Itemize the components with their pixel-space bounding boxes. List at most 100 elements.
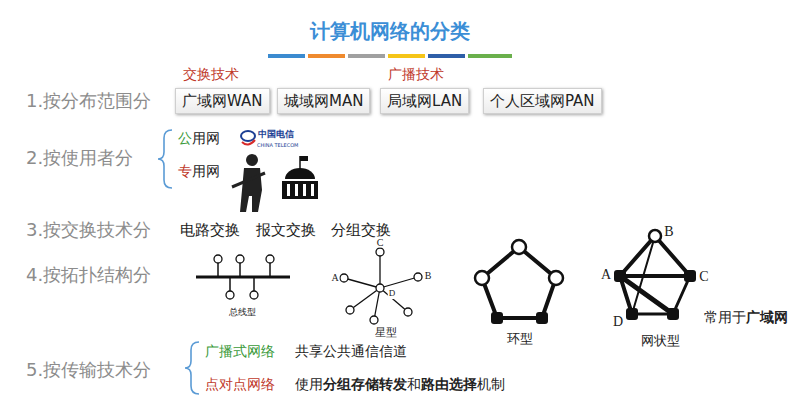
section-heading: 3.按交换技术分	[26, 219, 151, 240]
network-type: 点对点网络	[205, 376, 275, 392]
star-station	[404, 308, 412, 316]
box-label: 广域网WAN	[182, 92, 263, 110]
mesh-link	[632, 236, 655, 314]
star-spoke	[380, 288, 408, 312]
color-bar-segment	[388, 54, 425, 58]
category-item: 公	[178, 130, 192, 146]
building-icon	[300, 156, 308, 161]
telecom-logo	[241, 131, 255, 141]
station-label-group: B	[424, 270, 433, 281]
topology-caption-group: 星型	[375, 327, 397, 339]
network-type-group: 广播式网络	[205, 344, 275, 359]
box-label: 个人区域网PAN	[490, 92, 595, 110]
mesh-station	[684, 270, 696, 282]
star-station	[340, 274, 348, 282]
station-label: A	[331, 272, 338, 283]
star-station	[370, 316, 378, 324]
curly-bracket	[185, 342, 199, 394]
star-spoke	[344, 278, 380, 288]
bus-station	[226, 291, 234, 299]
section-heading: 2.按使用者分	[26, 147, 133, 168]
station-label: B	[425, 270, 432, 281]
station-label: B	[664, 224, 673, 239]
star-hub	[376, 284, 384, 292]
bus-stem	[253, 277, 255, 291]
bus-stem	[269, 263, 271, 277]
section-heading: 1.按分布范围分	[26, 90, 151, 111]
building-icon	[311, 184, 314, 196]
color-bar-segment	[308, 54, 345, 58]
usage-note: 广域网	[746, 309, 788, 325]
category-item: 用网	[192, 130, 220, 146]
logo-text: CHINA TELECOM	[257, 142, 298, 148]
building-icon	[287, 184, 290, 196]
ring-station	[512, 240, 526, 254]
star-station	[414, 273, 422, 281]
logo-text: 中国电信	[258, 129, 294, 139]
color-bar-segment	[428, 54, 465, 58]
ring-station	[491, 312, 503, 324]
station-label-group: A	[330, 272, 339, 283]
technique-note: 广播技术	[388, 66, 444, 82]
ring-station	[475, 271, 489, 285]
building-icon	[282, 181, 318, 199]
bus-station	[266, 255, 274, 263]
logo-text-group: CHINA TELECOM	[257, 143, 298, 149]
section-heading-group: 1.按分布范围分	[26, 91, 151, 111]
section-heading-group: 3.按交换技术分	[26, 220, 151, 240]
section-heading: 4.按拓扑结构分	[26, 264, 151, 285]
section-heading-group: 4.按拓扑结构分	[26, 265, 151, 285]
mesh-links	[620, 236, 690, 314]
station-label: D	[389, 288, 396, 298]
ring-station	[549, 271, 563, 285]
network-description-group: 使用分组存储转发和路由选择机制	[295, 377, 505, 392]
topology-caption: 总线型	[229, 307, 256, 317]
star-station	[376, 248, 384, 256]
topology-caption-group: 网状型	[641, 334, 680, 348]
station-label: C	[699, 269, 708, 284]
category-item: 电路交换	[180, 221, 240, 239]
color-bar-segment	[268, 54, 305, 58]
section-heading: 5.按传输技术分	[26, 359, 151, 380]
box-label: 局域网LAN	[387, 92, 462, 110]
topology-caption-group: 环型	[507, 332, 533, 346]
category-item-group: 电路交换	[180, 222, 240, 239]
star-spokes	[344, 252, 418, 320]
topology-caption: 环型	[507, 331, 533, 346]
building-icon	[303, 184, 306, 196]
star-station	[346, 306, 354, 314]
network-scale-box: 广域网WAN	[175, 88, 270, 114]
station-label: A	[601, 267, 611, 282]
mesh-link	[620, 274, 690, 278]
network-type-group: 点对点网络	[205, 377, 275, 392]
star-spoke	[380, 277, 418, 288]
soldier-icon	[246, 154, 258, 166]
category-item: 用网	[192, 163, 220, 179]
ring-station	[536, 312, 548, 324]
bus-stem	[217, 263, 219, 277]
bus-stem	[229, 277, 231, 291]
section-heading-group: 5.按传输技术分	[26, 360, 151, 380]
star-stations	[340, 248, 422, 324]
technique-note-group: 广播技术	[388, 67, 444, 82]
network-description: 机制	[477, 376, 505, 392]
color-bar-segment	[468, 54, 512, 58]
station-label-group: A	[600, 267, 612, 282]
mesh-station	[626, 308, 638, 320]
station-label-group: D	[388, 289, 397, 299]
bus-station	[236, 255, 244, 263]
network-scale-box: 局域网LAN	[380, 88, 469, 114]
bus-station	[250, 291, 258, 299]
box-label: 城域网MAN	[284, 92, 363, 110]
mesh-station	[649, 230, 661, 242]
network-scale-box: 城域网MAN	[277, 88, 370, 114]
category-item: 专	[178, 163, 192, 179]
station-label: C	[377, 237, 384, 248]
network-type: 广播式网络	[205, 343, 275, 359]
station-label-group: C	[698, 269, 709, 284]
ring-line	[482, 247, 556, 318]
curly-bracket	[158, 130, 172, 188]
network-description: 路由选择	[421, 376, 477, 392]
network-description: 分组存储转发	[323, 376, 407, 392]
category-item-group: 报文交换	[256, 222, 316, 239]
